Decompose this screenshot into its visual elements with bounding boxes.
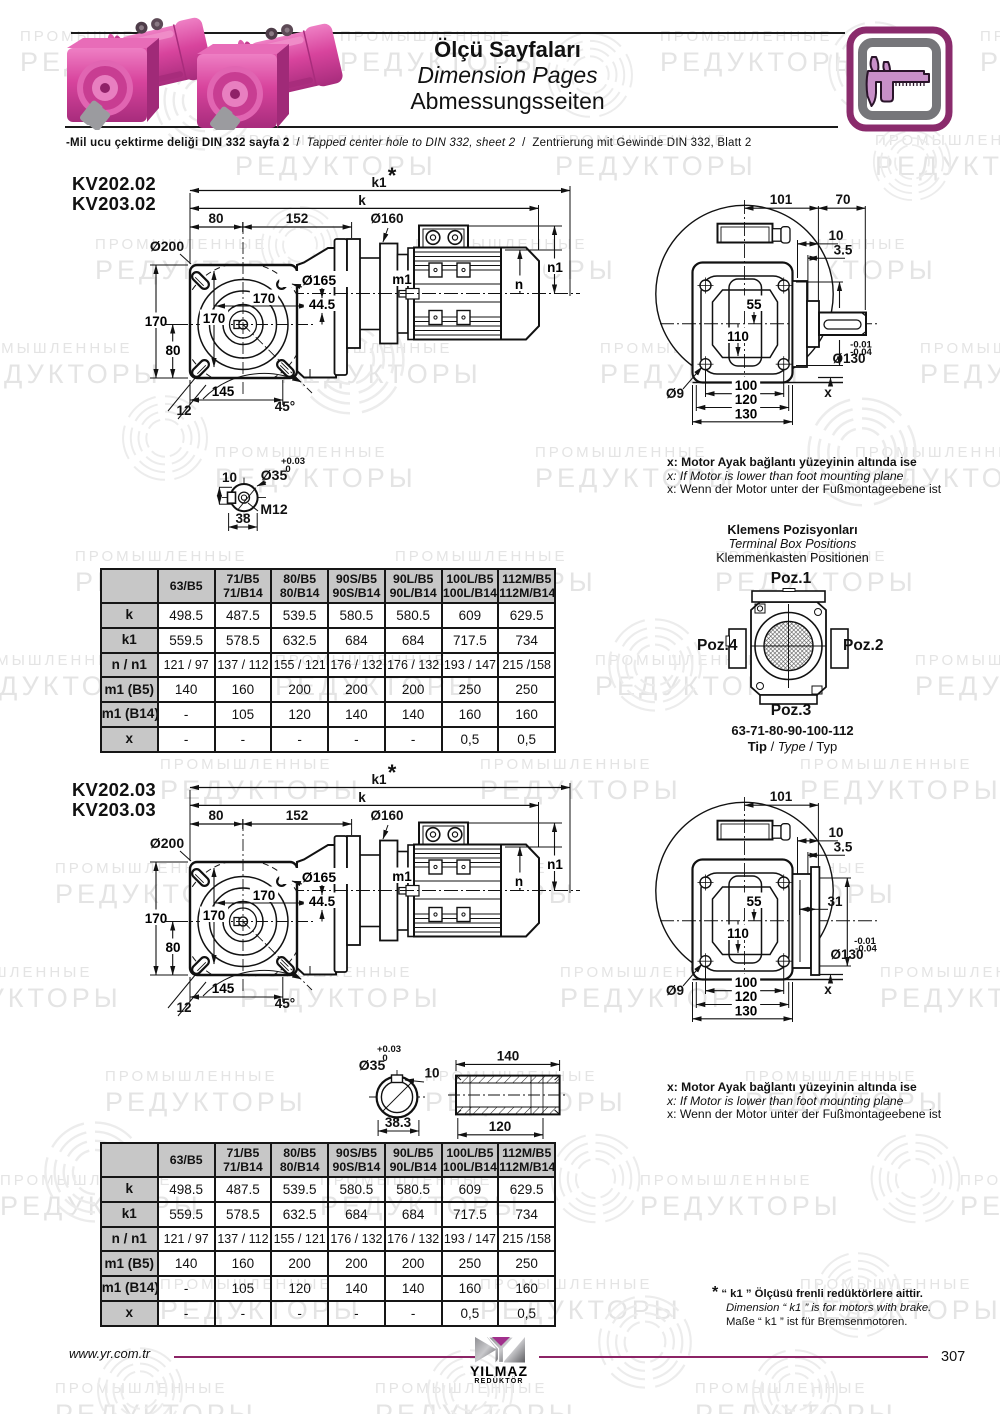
svg-text:145: 145: [212, 384, 235, 399]
svg-text:YILMAZ: YILMAZ: [470, 1363, 528, 1379]
svg-text:10: 10: [424, 1066, 439, 1081]
svg-text:Ø9: Ø9: [666, 386, 684, 401]
svg-text:170: 170: [203, 311, 226, 326]
svg-text:+0.03: +0.03: [377, 1044, 401, 1055]
svg-text:100: 100: [735, 975, 758, 990]
svg-text:n: n: [515, 277, 523, 292]
svg-text:170: 170: [203, 908, 226, 923]
svg-text:Ø165: Ø165: [302, 869, 336, 885]
svg-text:k: k: [358, 790, 366, 805]
svg-text:0: 0: [382, 1053, 387, 1064]
svg-text:12: 12: [176, 403, 191, 418]
svg-text:Ø160: Ø160: [370, 808, 403, 823]
svg-text:10: 10: [828, 825, 843, 840]
svg-text:110: 110: [727, 926, 749, 941]
svg-text:-0.04: -0.04: [850, 347, 872, 358]
svg-text:n1: n1: [547, 857, 563, 872]
svg-text:+0.03: +0.03: [281, 456, 305, 467]
svg-text:n: n: [515, 874, 523, 889]
svg-text:55: 55: [746, 894, 762, 909]
svg-text:Ø200: Ø200: [150, 835, 184, 851]
svg-text:Ø35: Ø35: [359, 1057, 386, 1073]
svg-text:Ø35: Ø35: [261, 467, 288, 483]
svg-text:130: 130: [735, 406, 758, 421]
svg-text:Ø200: Ø200: [150, 238, 184, 254]
svg-text:10: 10: [222, 470, 237, 485]
svg-text:3.5: 3.5: [834, 840, 853, 855]
svg-text:10: 10: [828, 228, 843, 243]
svg-text:Ø130: Ø130: [832, 351, 865, 366]
svg-text:170: 170: [145, 314, 168, 329]
svg-text:145: 145: [212, 981, 235, 996]
svg-text:170: 170: [145, 911, 168, 926]
svg-text:120: 120: [489, 1119, 512, 1134]
svg-text:n1: n1: [547, 260, 563, 275]
svg-text:80: 80: [208, 211, 223, 226]
svg-text:k: k: [358, 193, 366, 208]
svg-text:k1: k1: [371, 772, 387, 787]
svg-text:m1: m1: [392, 272, 412, 287]
svg-text:44.5: 44.5: [309, 894, 336, 909]
svg-text:120: 120: [735, 392, 758, 407]
svg-text:-0.01: -0.01: [854, 936, 876, 947]
svg-text:*: *: [388, 760, 397, 785]
svg-text:38: 38: [235, 511, 251, 526]
svg-text:170: 170: [253, 888, 276, 903]
svg-text:-0.04: -0.04: [855, 944, 877, 955]
svg-text:M12: M12: [260, 501, 287, 517]
svg-text:152: 152: [286, 211, 309, 226]
svg-text:55: 55: [746, 297, 762, 312]
svg-text:140: 140: [497, 1049, 520, 1064]
svg-text:120: 120: [735, 989, 758, 1004]
svg-text:31: 31: [827, 894, 843, 909]
svg-text:12: 12: [176, 1000, 191, 1015]
svg-text:k1: k1: [371, 175, 387, 190]
svg-text:-0.01: -0.01: [850, 340, 872, 351]
svg-text:80: 80: [165, 343, 180, 358]
svg-text:0: 0: [285, 464, 290, 475]
svg-text:Ø160: Ø160: [370, 211, 403, 226]
svg-text:Ø165: Ø165: [302, 272, 336, 288]
svg-text:x: x: [824, 982, 832, 997]
svg-text:170: 170: [253, 291, 276, 306]
svg-text:45°: 45°: [275, 399, 295, 414]
svg-text:45°: 45°: [275, 996, 295, 1011]
svg-text:70: 70: [835, 192, 850, 207]
svg-text:152: 152: [286, 808, 309, 823]
svg-text:m1: m1: [392, 869, 412, 884]
svg-text:130: 130: [735, 1003, 758, 1018]
svg-text:Ø9: Ø9: [666, 983, 684, 998]
svg-text:3.5: 3.5: [834, 243, 853, 258]
svg-text:101: 101: [770, 789, 793, 804]
svg-text:80: 80: [208, 808, 223, 823]
svg-text:*: *: [388, 163, 397, 188]
svg-text:101: 101: [770, 192, 793, 207]
svg-text:110: 110: [727, 329, 749, 344]
svg-text:80: 80: [165, 940, 180, 955]
svg-text:REDÜKTÖR: REDÜKTÖR: [474, 1376, 523, 1384]
svg-text:38.3: 38.3: [385, 1115, 412, 1130]
svg-text:44.5: 44.5: [309, 297, 336, 312]
svg-text:100: 100: [735, 378, 758, 393]
svg-text:x: x: [824, 385, 832, 400]
svg-text:Ø130: Ø130: [830, 947, 863, 962]
